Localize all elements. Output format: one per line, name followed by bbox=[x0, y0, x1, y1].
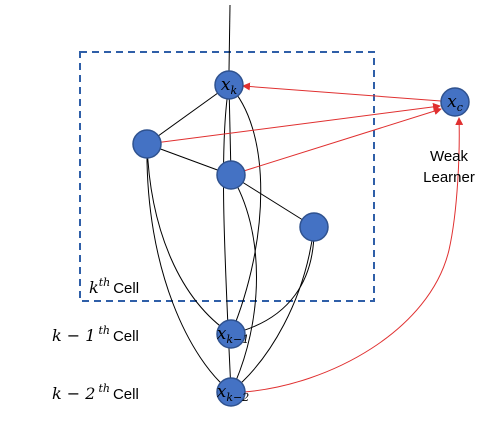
edge-n1-xk2 bbox=[146, 143, 232, 393]
black-edges bbox=[146, 4, 315, 393]
node-hidden-3 bbox=[299, 212, 329, 242]
edge-n3-xk2 bbox=[230, 226, 315, 393]
edge-n1-xk1 bbox=[146, 143, 232, 335]
node-xk1-label: xk−1 bbox=[217, 324, 249, 346]
arrow-n2-xc bbox=[230, 107, 442, 176]
red-arrows bbox=[146, 82, 464, 393]
edge-output bbox=[228, 4, 231, 72]
node-xk: xk bbox=[214, 70, 244, 100]
edge-n2-xk2 bbox=[230, 174, 257, 393]
node-hidden-1 bbox=[132, 129, 162, 159]
weak-learner-line1: Weak bbox=[430, 148, 469, 165]
weak-learner-label: Weak Learner bbox=[423, 148, 475, 186]
node-xk-label: xk bbox=[221, 75, 238, 97]
arrow-n1-xc bbox=[146, 102, 441, 145]
arrow-xk2-xc bbox=[243, 117, 464, 393]
edge-n3-xk1 bbox=[230, 226, 315, 335]
arrow-xc-xk bbox=[242, 82, 442, 102]
edge-n1-n2 bbox=[146, 143, 232, 176]
node-xc: xc bbox=[440, 87, 470, 117]
node-xk1: xk−1 bbox=[216, 319, 249, 349]
edge-n2-n3 bbox=[230, 174, 315, 228]
edge-n1-xk bbox=[146, 84, 230, 145]
weak-learner-line2: Learner bbox=[423, 169, 475, 186]
edge-xk-xk1 bbox=[228, 84, 262, 335]
node-xk2-label: xk−2 bbox=[217, 382, 249, 404]
edge-n2-xk bbox=[228, 84, 232, 176]
node-xk2: xk−2 bbox=[216, 377, 249, 407]
node-hidden-2 bbox=[216, 160, 246, 190]
node-xc-label: xc bbox=[447, 92, 463, 114]
